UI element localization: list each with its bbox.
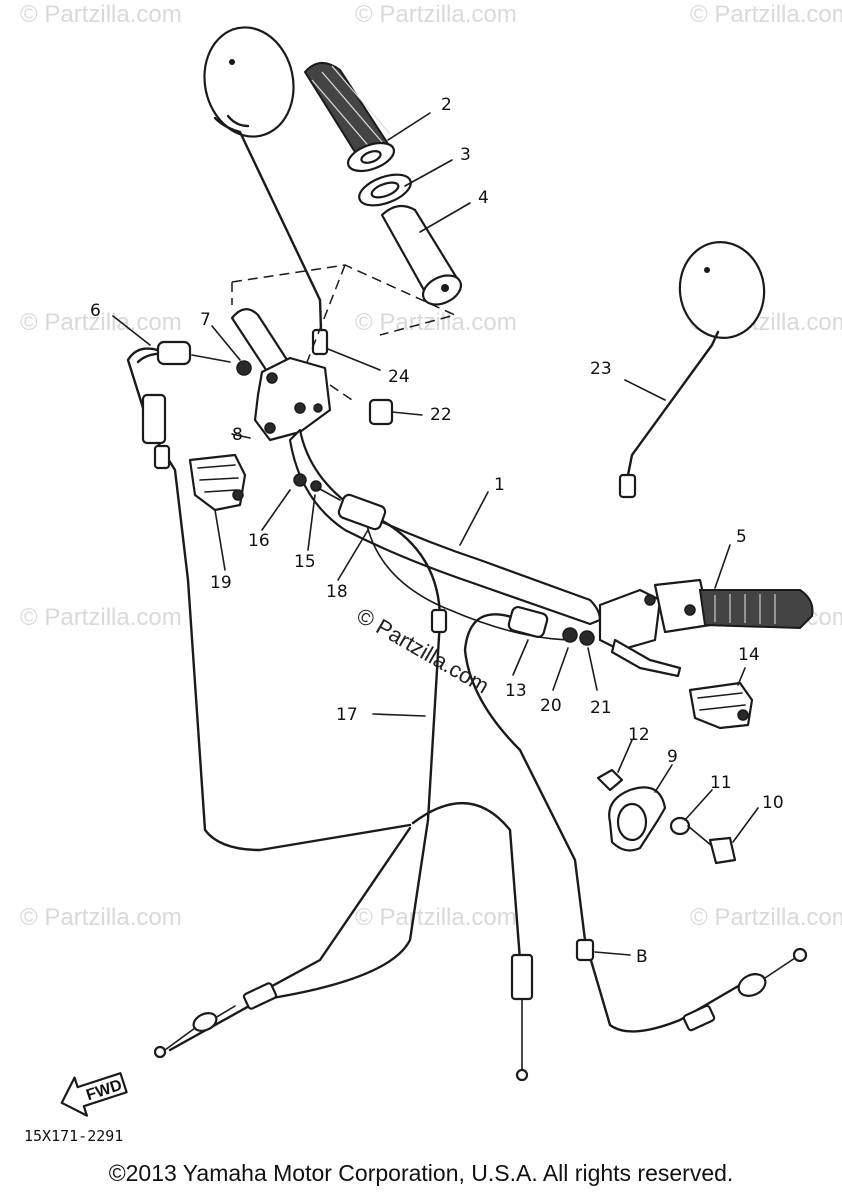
callout-22: 22	[430, 405, 452, 425]
callout-19: 19	[210, 573, 232, 593]
callout-18: 18	[326, 582, 348, 602]
clutch-lever-assembly	[598, 578, 814, 678]
clamp-parts	[596, 768, 737, 865]
throttle-housing	[230, 308, 394, 442]
callout-23: 23	[590, 359, 612, 379]
callout-5: 5	[736, 527, 747, 547]
diagram-code: 15X171-2291	[24, 1127, 123, 1145]
callout-8: 8	[232, 425, 243, 445]
leader-lines	[112, 112, 759, 956]
cables	[126, 340, 808, 1082]
callout-6: 6	[90, 301, 101, 321]
callout-4: 4	[478, 188, 489, 208]
callout-labels: 2 3 4 24 22 23 1 5 6 7 8 16 15 18 19 13 …	[90, 95, 784, 967]
left-mirror	[203, 26, 329, 356]
callout-21: 21	[590, 698, 612, 718]
callout-3: 3	[460, 145, 471, 165]
callout-1: 1	[494, 475, 505, 495]
fwd-arrow: FWD	[60, 1072, 128, 1117]
callout-20: 20	[540, 696, 562, 716]
throttle-grip-exploded	[303, 62, 463, 306]
callout-12: 12	[628, 725, 650, 745]
right-switch	[688, 681, 754, 730]
callout-2: 2	[441, 95, 452, 115]
watermark: © Partzilla.com	[20, 1, 182, 28]
watermark: © Partzilla.com	[690, 1, 842, 28]
watermark: © Partzilla.com	[20, 904, 182, 931]
watermark: © Partzilla.com	[20, 604, 182, 631]
center-watermark: © Partzilla.com	[353, 603, 494, 699]
callout-10: 10	[762, 793, 784, 813]
callout-17: 17	[336, 705, 358, 725]
callout-14: 14	[738, 645, 760, 665]
callout-B: B	[636, 947, 648, 967]
callout-9: 9	[667, 747, 678, 767]
callout-24: 24	[388, 367, 410, 387]
callout-11: 11	[710, 773, 732, 793]
callout-16: 16	[248, 531, 270, 551]
left-switch	[188, 453, 247, 512]
watermark: © Partzilla.com	[355, 904, 517, 931]
handlebar	[288, 428, 602, 641]
watermark: © Partzilla.com	[355, 309, 517, 336]
callout-7: 7	[200, 310, 211, 330]
watermark: © Partzilla.com	[355, 1, 517, 28]
watermark: © Partzilla.com	[690, 904, 842, 931]
copyright-notice: ©2013 Yamaha Motor Corporation, U.S.A. A…	[108, 1160, 734, 1186]
callout-13: 13	[505, 681, 527, 701]
callout-15: 15	[294, 552, 316, 572]
watermark: © Partzilla.com	[20, 309, 182, 336]
right-mirror	[618, 241, 766, 499]
